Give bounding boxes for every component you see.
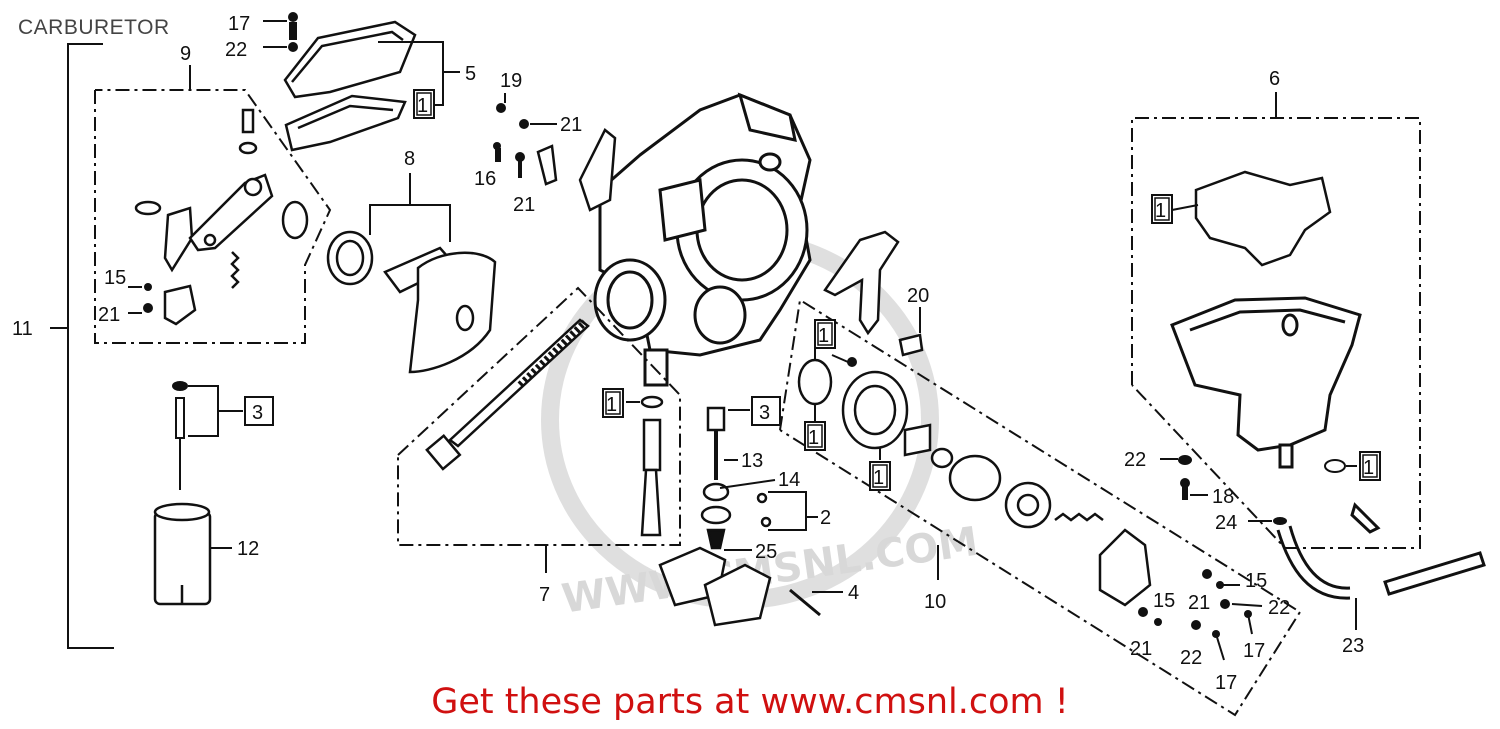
diaphragm-spring-part (326, 230, 497, 374)
throttle-linkage-part (134, 108, 309, 326)
drain-tube-part (1276, 525, 1486, 600)
ref-box-1-pump-c (869, 461, 891, 491)
throttle-stop-screw-parts (493, 103, 529, 178)
group-11-bracket (50, 43, 114, 649)
choke-lever-part (823, 230, 924, 357)
callout-15: 15 (104, 267, 126, 289)
top-cover-part (283, 20, 417, 152)
group-6-dashed-box (1131, 117, 1421, 549)
ref-label: 1 (606, 394, 617, 416)
jet-needle-part (172, 381, 188, 490)
callout-17: 17 (1243, 640, 1265, 662)
ref-box-3-valve (751, 396, 781, 426)
watermark-text: WWW.CMSNL.COM (559, 519, 981, 623)
float-valve-parts (700, 406, 772, 550)
callout-21: 21 (560, 114, 582, 136)
callout-8: 8 (404, 148, 415, 170)
callout-21: 21 (1188, 592, 1210, 614)
ref-box-1-top (413, 89, 435, 119)
ref-label: 1 (808, 427, 819, 449)
callout-9: 9 (180, 43, 191, 65)
accelerator-pump-parts (797, 358, 1152, 607)
ref-label: 1 (818, 325, 829, 347)
callout-19: 19 (500, 70, 522, 92)
promo-footer: Get these parts at www.cmsnl.com ! (431, 682, 1069, 722)
ref-box-3-needle (244, 396, 274, 426)
callout-17: 17 (1215, 672, 1237, 694)
ref-label: 1 (873, 467, 884, 489)
callout-15: 15 (1153, 590, 1175, 612)
callout-11: 11 (12, 318, 33, 340)
carburetor-body-part (593, 92, 812, 387)
callout-18: 18 (1212, 486, 1234, 508)
ref-label: 3 (252, 402, 263, 424)
ref-box-1-bowl (1151, 194, 1173, 224)
callout-5: 5 (465, 63, 476, 85)
float-bowl-part (1170, 296, 1381, 534)
ref-box-1-pump-b (804, 421, 826, 451)
callout-24: 24 (1215, 512, 1237, 534)
ref-label: 1 (1155, 200, 1166, 222)
bracket-part (536, 128, 617, 212)
callout-21: 21 (98, 304, 120, 326)
callout-7: 7 (539, 584, 550, 606)
diagram-title: CARBURETOR (18, 16, 170, 39)
callout-10: 10 (924, 591, 946, 613)
callout-22: 22 (225, 39, 247, 61)
main-jet-parts (425, 318, 664, 537)
callout-12: 12 (237, 538, 259, 560)
pump-cover-screws (1138, 569, 1252, 638)
screw-17-22 (288, 12, 298, 52)
ref-box-1-pump-a (814, 319, 836, 349)
group-9-dashed-box (94, 89, 332, 344)
callout-13: 13 (741, 450, 763, 472)
drain-screw-parts (1178, 455, 1287, 525)
callout-15: 15 (1245, 570, 1267, 592)
ref-label: 3 (759, 402, 770, 424)
ref-label: 1 (1363, 457, 1374, 479)
ref-box-1-drain (1359, 451, 1381, 481)
group-10-dashed-box (779, 298, 1302, 717)
callout-6: 6 (1269, 68, 1280, 90)
callout-2: 2 (820, 507, 831, 529)
throttle-slide-part (153, 502, 212, 606)
group-7-dashed-box (397, 286, 681, 546)
ref-label: 1 (417, 95, 428, 117)
callout-20: 20 (907, 285, 929, 307)
screw-15-21 (143, 283, 153, 313)
callout-25: 25 (755, 541, 777, 563)
callout-22: 22 (1268, 597, 1290, 619)
callout-23: 23 (1342, 635, 1364, 657)
ref-box-1-jet (602, 388, 624, 418)
float-part (658, 546, 821, 627)
callout-21: 21 (1130, 638, 1152, 660)
float-bowl-gasket (1194, 170, 1332, 267)
callout-22: 22 (1124, 449, 1146, 471)
callout-14: 14 (778, 469, 800, 491)
callout-4: 4 (848, 582, 859, 604)
callout-16: 16 (474, 168, 496, 190)
callout-21: 21 (513, 194, 535, 216)
callout-22: 22 (1180, 647, 1202, 669)
callout-17: 17 (228, 13, 250, 35)
